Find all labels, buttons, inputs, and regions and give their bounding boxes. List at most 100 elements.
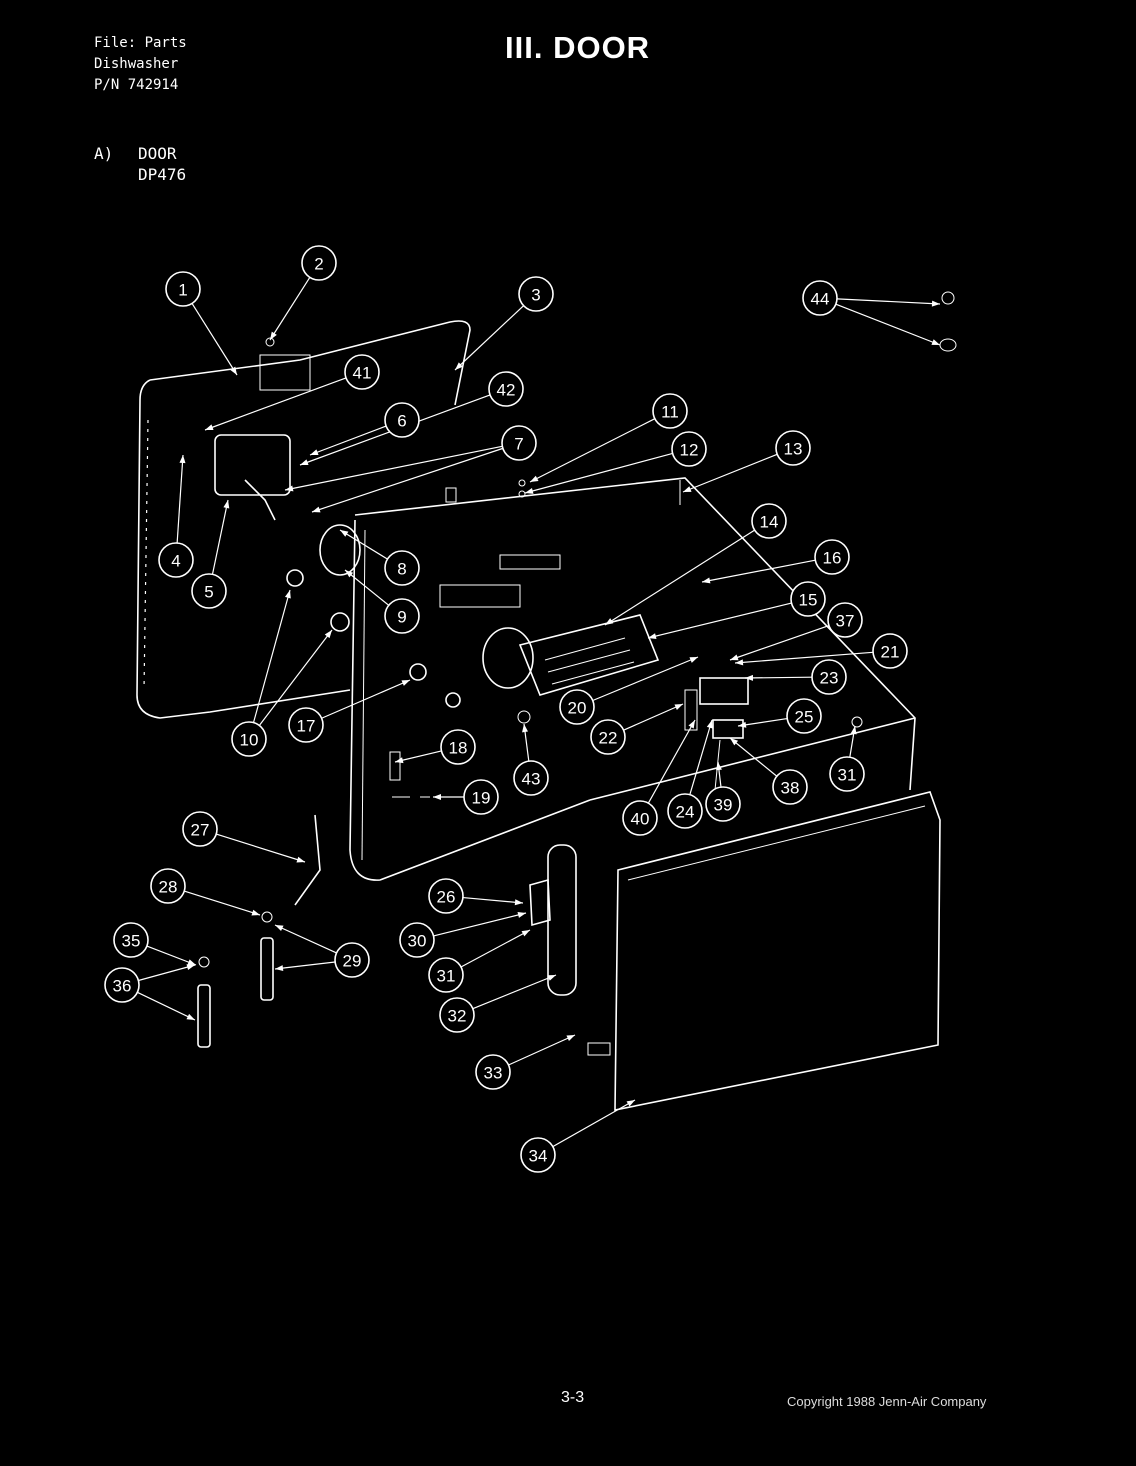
leader-line-22: [623, 703, 684, 731]
callout-circle: [652, 393, 688, 429]
callout-26: 26: [428, 878, 464, 914]
leader-line-24: [689, 719, 713, 795]
leader-line-2: [269, 277, 311, 341]
callout-label: 5: [204, 583, 213, 602]
callout-label: 34: [529, 1147, 548, 1166]
callout-29: 29: [334, 942, 370, 978]
door-top-edge: [149, 320, 471, 406]
callout-label: 35: [122, 932, 141, 951]
top-screw: [265, 337, 275, 347]
leader-arrowhead-31: [850, 726, 857, 735]
callout-label: 26: [437, 888, 456, 907]
callout-circle: [590, 719, 626, 755]
callout-label: 27: [191, 821, 210, 840]
callout-label: 31: [437, 967, 456, 986]
callout-label: 33: [484, 1064, 503, 1083]
callout-circle: [428, 878, 464, 914]
callout-40: 40: [622, 800, 658, 836]
callout-label: 21: [881, 643, 900, 662]
callout-circle: [384, 402, 420, 438]
leader-line-6: [309, 425, 387, 456]
leader-line-4: [176, 454, 184, 544]
callout-circle: [667, 793, 703, 829]
leader-arrowhead-22: [674, 704, 683, 710]
leader-line-20: [592, 656, 699, 702]
leader-line-33: [508, 1034, 576, 1066]
callout-44: 44: [802, 280, 838, 316]
callout-circle: [288, 707, 324, 743]
handle-clip: [587, 1042, 611, 1056]
leader-line-36: [137, 991, 196, 1021]
callout-9: 9: [384, 598, 420, 634]
callout-circle: [802, 280, 838, 316]
leader-line-38: [729, 737, 778, 777]
callout-37: 37: [827, 602, 863, 638]
callout-label: 32: [448, 1007, 467, 1026]
callout-31: 31: [829, 756, 865, 792]
callout-label: 30: [408, 932, 427, 951]
light-lens: [445, 487, 457, 503]
page-number: 3-3: [561, 1389, 585, 1406]
callout-label: 6: [397, 412, 406, 431]
leader-arrowhead-4: [179, 455, 186, 464]
callout-43: 43: [513, 760, 549, 796]
callout-41: 41: [344, 354, 380, 390]
callout-circle: [513, 760, 549, 796]
leader-arrowhead-5: [223, 500, 230, 509]
leader-arrowhead-17: [401, 680, 410, 686]
door-seal-round: [319, 524, 361, 576]
callout-circle: [705, 786, 741, 822]
callout-circle: [384, 550, 420, 586]
callout-24: 24: [667, 793, 703, 829]
callout-circle: [344, 354, 380, 390]
leader-arrowhead-40: [688, 720, 695, 729]
leader-arrowhead-43: [522, 724, 529, 733]
leader-line-7: [284, 445, 503, 491]
spring-cap: [198, 956, 210, 968]
leader-arrowhead-34: [626, 1100, 635, 1107]
callout-4: 4: [158, 542, 194, 578]
callout-circle: [158, 542, 194, 578]
switch-bracket: [684, 689, 698, 731]
callout-28: 28: [150, 868, 186, 904]
callout-33: 33: [475, 1054, 511, 1090]
callout-20: 20: [559, 689, 595, 725]
callout-circle: [334, 942, 370, 978]
leader-line-8: [339, 529, 388, 560]
callout-23: 23: [811, 659, 847, 695]
leader-line-3: [454, 305, 525, 371]
leader-arrowhead-25: [738, 721, 747, 728]
leader-line-29: [274, 961, 336, 970]
callout-circle: [671, 431, 707, 467]
leader-arrowhead-42: [300, 459, 309, 466]
callout-label: 17: [297, 717, 316, 736]
callout-circle: [814, 539, 850, 575]
leader-line-40: [647, 719, 696, 804]
callout-label: 41: [353, 364, 372, 383]
console-slot-a: [439, 584, 521, 608]
leader-arrowhead-44: [931, 339, 940, 345]
leader-line-7: [311, 447, 504, 513]
callout-circle: [751, 503, 787, 539]
copyright: Copyright 1988 Jenn-Air Company: [787, 1394, 987, 1409]
subheading-name: DOOR: [138, 144, 177, 163]
callout-circle: [231, 721, 267, 757]
part-number-line: P/N 742914: [94, 77, 179, 93]
leader-arrowhead-1: [230, 366, 237, 375]
leader-arrowhead-35: [187, 959, 196, 965]
leader-arrowhead-18: [395, 757, 404, 764]
leader-arrowhead-29: [275, 925, 284, 932]
leader-arrowhead-3: [455, 362, 463, 370]
leader-arrowhead-11: [530, 475, 539, 482]
door-switch: [699, 677, 749, 705]
leader-arrowhead-10: [284, 590, 291, 599]
callout-38: 38: [772, 769, 808, 805]
callout-circle: [104, 967, 140, 1003]
leader-line-1: [191, 303, 238, 376]
leader-arrowhead-8: [340, 530, 349, 537]
callout-8: 8: [384, 550, 420, 586]
callout-31: 31: [428, 957, 464, 993]
callout-circle: [428, 957, 464, 993]
rinse-aid-indicator: [389, 751, 401, 781]
kick-panel: [614, 791, 941, 1111]
